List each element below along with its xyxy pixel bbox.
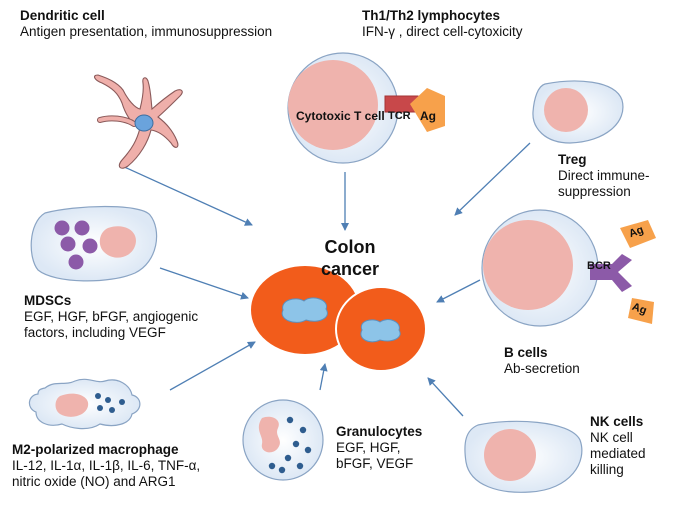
granulocyte-desc1: EGF, HGF, xyxy=(336,440,401,455)
th-title: Th1/Th2 lymphocytes xyxy=(362,8,501,23)
b-cell-icon xyxy=(481,209,656,327)
macrophage-title: M2-polarized macrophage xyxy=(12,442,179,457)
treg-title: Treg xyxy=(558,152,587,167)
center-line1: Colon xyxy=(324,237,376,257)
center-line2: cancer xyxy=(320,259,380,279)
th-lymphocytes-label: Th1/Th2 lymphocytes IFN-γ , direct cell-… xyxy=(362,8,523,40)
arrow-bcell xyxy=(436,279,481,303)
mdsc-desc1: EGF, HGF, bFGF, angiogenic xyxy=(24,309,199,324)
nk-title: NK cells xyxy=(590,414,644,429)
cytotoxic-t-cell-icon xyxy=(287,52,445,164)
mdsc-title: MDSCs xyxy=(24,293,72,308)
arrow-macrophage xyxy=(169,341,256,391)
granulocyte-title: Granulocytes xyxy=(336,424,423,439)
treg-desc1: Direct immune- xyxy=(558,168,650,183)
arrows xyxy=(119,142,531,417)
bcell-desc: Ab-secretion xyxy=(504,361,580,376)
b-cell-label: B cells Ab-secretion xyxy=(504,345,580,377)
nk-desc1: NK cell xyxy=(590,430,633,445)
macrophage-cell-icon xyxy=(28,378,141,430)
colon-cancer-label: Colon cancer xyxy=(300,236,400,280)
dendritic-desc: Antigen presentation, immunosuppression xyxy=(20,24,273,39)
arrow-mdsc xyxy=(159,267,249,300)
granulocyte-desc2: bFGF, VEGF xyxy=(336,456,414,471)
arrow-nk xyxy=(427,377,464,417)
arrow-granulocyte xyxy=(319,363,328,391)
macrophage-label: M2-polarized macrophage IL-12, IL-1α, IL… xyxy=(12,442,200,490)
arrow-treg xyxy=(454,142,531,216)
cytotoxic-t-cell-label: Cytotoxic T cell xyxy=(296,109,385,123)
nk-cell-icon xyxy=(464,420,583,493)
nk-desc3: killing xyxy=(590,462,624,477)
bcr-label: BCR xyxy=(587,260,611,272)
tumor-cells-icon xyxy=(249,264,427,372)
mdsc-cell-icon xyxy=(30,205,158,282)
nk-desc2: mediated xyxy=(590,446,646,461)
bcell-title: B cells xyxy=(504,345,548,360)
treg-desc2: suppression xyxy=(558,184,631,199)
macrophage-desc1: IL-12, IL-1α, IL-1β, IL-6, TNF-α, xyxy=(12,458,201,473)
tcr-antigen-label: Ag xyxy=(420,109,436,123)
nk-cell-label: NK cells NK cell mediated killing xyxy=(590,414,646,478)
treg-cell-icon xyxy=(532,80,624,144)
tcr-label: TCR xyxy=(388,110,411,122)
treg-label: Treg Direct immune- suppression xyxy=(558,152,650,200)
arrow-dendritic xyxy=(119,164,253,226)
dendritic-cell-icon xyxy=(93,74,183,169)
macrophage-desc2: nitric oxide (NO) and ARG1 xyxy=(12,474,176,489)
granulocyte-cell-icon xyxy=(242,399,324,481)
th-desc: IFN-γ , direct cell-cytoxicity xyxy=(362,24,523,39)
dendritic-cell-label: Dendritic cell Antigen presentation, imm… xyxy=(20,8,272,40)
dendritic-title: Dendritic cell xyxy=(20,8,105,23)
granulocyte-label: Granulocytes EGF, HGF, bFGF, VEGF xyxy=(336,424,422,472)
mdsc-desc2: factors, including VEGF xyxy=(24,325,166,340)
mdsc-label: MDSCs EGF, HGF, bFGF, angiogenic factors… xyxy=(24,293,198,341)
